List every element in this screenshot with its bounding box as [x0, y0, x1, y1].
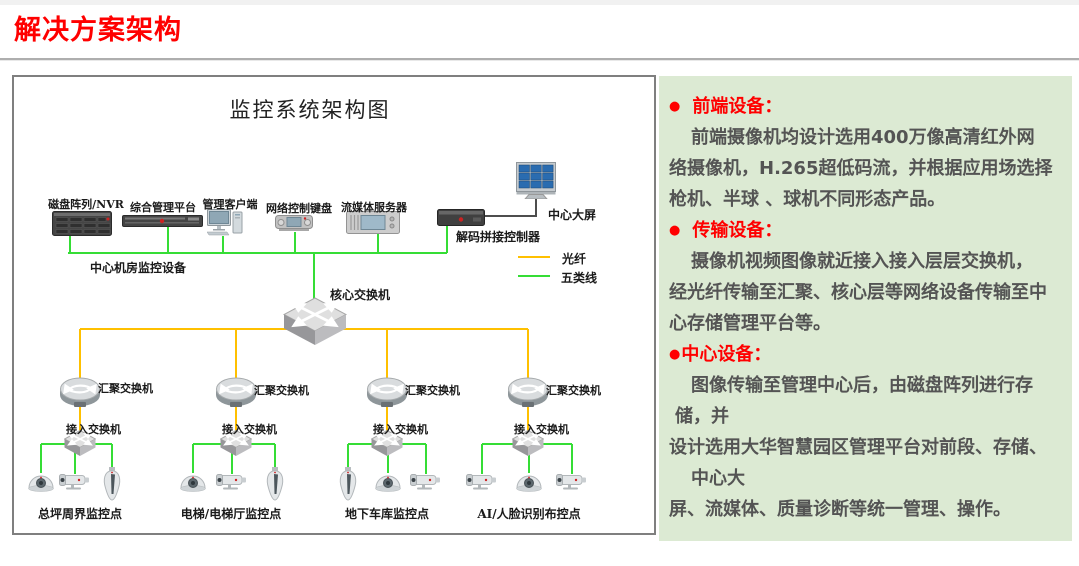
- camera-bullet-icon: [216, 473, 248, 490]
- management-platform-label: 综合管理平台: [130, 201, 196, 214]
- agg-switch-icon: [216, 377, 256, 408]
- camera-dome-icon: [180, 472, 206, 492]
- camera-bullet-icon: [556, 473, 588, 490]
- media-server-icon: [346, 211, 400, 234]
- access-switch-label: 接入交换机: [66, 423, 121, 436]
- camera-ptz-icon: [101, 467, 123, 501]
- panel-text-line: 摄像机视频图像就近接入接入层层交换机，: [691, 251, 1033, 272]
- legend-cat5-label: 五类线: [561, 271, 598, 285]
- agg-switch-icon: [367, 377, 407, 408]
- decoder-label: 解码拼接控制器: [456, 230, 541, 244]
- info-panel: ● 前端设备： 前端摄像机均设计选用400万像高清红外网 络摄像机，H.265超低…: [659, 76, 1072, 541]
- access-switch-label: 接入交换机: [222, 423, 277, 436]
- control-keyboard-label: 网络控制键盘: [266, 202, 332, 215]
- title-divider: [0, 58, 1079, 61]
- agg-switch-label: 汇聚交换机: [98, 382, 153, 395]
- agg-switch-label: 汇聚交换机: [405, 384, 460, 397]
- panel-text-line: 图像传输至管理中心后，由磁盘阵列进行存: [691, 375, 1033, 396]
- core-switch-label: 核心交换机: [330, 288, 391, 302]
- camera-bullet-icon: [410, 473, 442, 490]
- panel-text-line: 储，并: [675, 406, 729, 427]
- panel-text-line: 枪机、半球 、球机不同形态产品。: [669, 189, 946, 210]
- legend-fiber-label: 光纤: [562, 252, 587, 266]
- page-title: 解决方案架构: [14, 15, 182, 46]
- section-heading: 传输设备：: [692, 220, 783, 241]
- control-keyboard-icon: [275, 212, 313, 232]
- camera-ptz-icon: [337, 467, 359, 501]
- panel-section-frontend: ● 前端设备： 前端摄像机均设计选用400万像高清红外网 络摄像机，H.265超低…: [669, 91, 1066, 215]
- machine-room-label: 中心机房监控设备: [90, 261, 187, 275]
- disk-array-label: 磁盘阵列/NVR: [48, 198, 124, 211]
- camera-dome-icon: [516, 472, 542, 492]
- video-wall-icon: [516, 162, 556, 200]
- media-server-label: 流媒体服务器: [341, 201, 407, 214]
- panel-text-line: 前端摄像机均设计选用400万像高清红外网: [691, 127, 1035, 148]
- panel-text-line: 设计选用大华智慧园区管理平台对前段、存储、: [669, 437, 1047, 458]
- bullet-icon: ●: [669, 99, 681, 114]
- camera-ptz-icon: [264, 467, 286, 501]
- core-switch-icon: [282, 297, 348, 347]
- panel-text-line: 心存储管理平台等。: [669, 313, 831, 334]
- camera-group-label: 地下车库监控点: [344, 507, 430, 521]
- camera-group-label: 电梯/电梯厅监控点: [180, 507, 282, 521]
- management-client-label: 管理客户端: [202, 198, 258, 211]
- bullet-icon: ●: [669, 223, 681, 238]
- top-strip: [0, 0, 1079, 5]
- panel-section-transmission: ● 传输设备： 摄像机视频图像就近接入接入层层交换机， 经光纤传输至汇聚、核心层等…: [669, 215, 1066, 339]
- camera-group-label: 总坪周界监控点: [37, 507, 123, 521]
- management-platform-icon: [122, 215, 203, 227]
- agg-switch-icon: [508, 377, 548, 408]
- disk-array-icon: [52, 211, 112, 236]
- big-screen-label: 中心大屏: [548, 208, 597, 222]
- camera-bullet-icon: [466, 473, 498, 490]
- agg-switch-label: 汇聚交换机: [254, 384, 309, 397]
- panel-text-line: 络摄像机，H.265超低码流，并根据应用场选择: [669, 158, 1053, 179]
- diagram-title: 监控系统架构图: [229, 98, 391, 122]
- section-heading-row: ●中心设备：: [669, 339, 1066, 370]
- section-heading: 中心设备：: [681, 344, 772, 365]
- camera-dome-icon: [28, 472, 54, 492]
- panel-text-line: 经光纤传输至汇聚、核心层等网络设备传输至中: [669, 282, 1047, 303]
- panel-section-center: ●中心设备： 图像传输至管理中心后，由磁盘阵列进行存 储，并 设计选用大华智慧园…: [669, 339, 1066, 525]
- agg-switch-icon: [60, 377, 100, 408]
- section-heading: 前端设备：: [692, 96, 783, 117]
- panel-text-line: 中心大: [691, 468, 745, 489]
- access-switch-label: 接入交换机: [514, 423, 569, 436]
- section-heading-row: ● 前端设备：: [669, 91, 1066, 122]
- agg-switch-label: 汇聚交换机: [546, 384, 601, 397]
- camera-group-label: AI/人脸识别布控点: [477, 507, 581, 521]
- camera-bullet-icon: [59, 473, 91, 490]
- management-client-icon: [206, 209, 243, 236]
- camera-dome-icon: [375, 472, 401, 492]
- section-heading-row: ● 传输设备：: [669, 215, 1066, 246]
- decoder-icon: [437, 207, 485, 226]
- access-switch-label: 接入交换机: [373, 423, 428, 436]
- bullet-icon: ●: [669, 347, 681, 362]
- panel-text-line: 屏、流媒体、质量诊断等统一管理、操作。: [669, 499, 1011, 520]
